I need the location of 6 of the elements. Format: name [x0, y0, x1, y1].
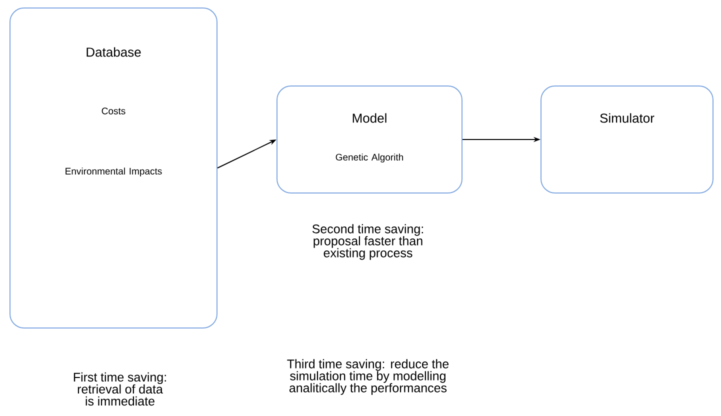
note: Third time saving: reduce the simulation time by modelling analitically the performances	[287, 359, 449, 395]
process-box: Simulator	[540, 86, 714, 194]
process-box: Model Genetic Algorith	[276, 86, 462, 194]
note: Second time saving: proposal faster than existing process	[312, 224, 423, 260]
note: First time saving: retrieval of data is immediate	[74, 372, 166, 406]
process-box: Database Costs Environmental Impacts	[10, 8, 218, 328]
